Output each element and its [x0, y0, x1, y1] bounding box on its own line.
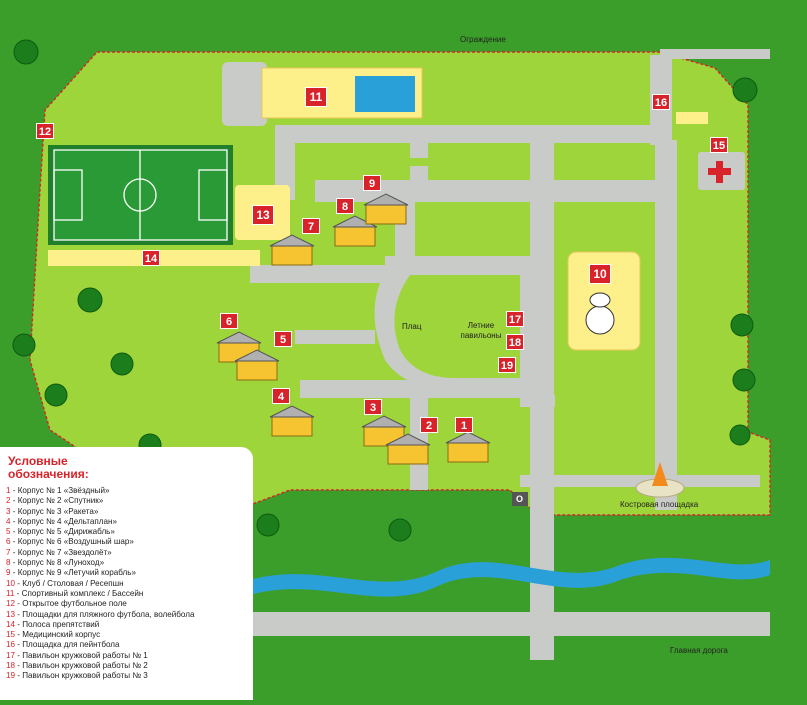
house-4 [269, 405, 315, 437]
marker-19[interactable]: 19 [498, 357, 516, 373]
marker-10[interactable]: 10 [589, 264, 611, 284]
legend-item: 10 - Клуб / Столовая / Ресепшн [6, 578, 124, 588]
legend-item: 9 - Корпус № 9 «Летучий корабль» [6, 568, 136, 578]
legend-panel: Условные обозначения: 1 - Корпус № 1 «Зв… [0, 447, 253, 700]
legend-item: 19 - Павильон кружковой работы № 3 [6, 671, 148, 681]
marker-4[interactable]: 4 [272, 388, 290, 404]
square-label: Плац [402, 322, 422, 331]
legend-item: 13 - Площадки для пляжного футбола, воле… [6, 609, 195, 619]
legend-item: 6 - Корпус № 6 «Воздушный шар» [6, 537, 134, 547]
marker-2[interactable]: 2 [420, 417, 438, 433]
legend-title-line2: обозначения: [8, 467, 89, 481]
legend-item: 8 - Корпус № 8 «Луноход» [6, 558, 105, 568]
campfire-label: Костровая площадка [620, 500, 699, 509]
marker-5[interactable]: 5 [274, 331, 292, 347]
legend-list: 1 - Корпус № 1 «Звёздный» 2 - Корпус № 2… [6, 486, 247, 682]
marker-6[interactable]: 6 [220, 313, 238, 329]
marker-9[interactable]: 9 [363, 175, 381, 191]
legend-item: 1 - Корпус № 1 «Звёздный» [6, 486, 110, 495]
legend-item: 2 - Корпус № 2 «Спутник» [6, 496, 104, 506]
marker-11[interactable]: 11 [305, 87, 327, 107]
marker-1[interactable]: 1 [455, 417, 473, 433]
fence-label: Ограждение [460, 35, 506, 44]
marker-3[interactable]: 3 [364, 399, 382, 415]
legend-item: 3 - Корпус № 3 «Ракета» [6, 506, 99, 516]
marker-12[interactable]: 12 [36, 123, 54, 139]
lawn-strip [310, 158, 530, 166]
pool-icon [355, 76, 415, 112]
marker-18[interactable]: 18 [506, 334, 524, 350]
legend-item: 12 - Открытое футбольное поле [6, 599, 127, 609]
main-road-label: Главная дорога [670, 646, 728, 655]
marker-8[interactable]: 8 [336, 198, 354, 214]
legend-item: 5 - Корпус № 5 «Дирижабль» [6, 527, 115, 537]
houses [216, 193, 491, 465]
paintball-area [676, 112, 708, 124]
house-9 [363, 193, 409, 225]
gate-icon [512, 492, 528, 506]
summer-pavilions-label: Летние павильоны [460, 321, 502, 340]
legend-item: 16 - Площадка для пейнтбола [6, 640, 120, 650]
legend-item: 7 - Корпус № 7 «Звездолёт» [6, 547, 112, 557]
legend-item: 15 - Медицинский корпус [6, 630, 101, 640]
house-1 [445, 431, 491, 463]
square-lawn [394, 275, 520, 378]
fire-icon [652, 462, 668, 486]
marker-14[interactable]: 14 [142, 250, 160, 266]
legend-title-line1: Условные [8, 454, 68, 468]
legend-item: 17 - Павильон кружковой работы № 1 [6, 650, 148, 660]
marker-17[interactable]: 17 [506, 311, 524, 327]
marker-7[interactable]: 7 [302, 218, 320, 234]
legend-item: 11 - Спортивный комплекс / Бассейн [6, 588, 144, 598]
house-5 [234, 349, 280, 381]
marker-13[interactable]: 13 [252, 205, 274, 225]
marker-16[interactable]: 16 [652, 94, 670, 110]
river [250, 557, 770, 597]
legend-item: 4 - Корпус № 4 «Дельтаплан» [6, 516, 117, 526]
chef-icon [585, 305, 615, 335]
marker-15[interactable]: 15 [710, 137, 728, 153]
legend-title: Условные обозначения: [8, 455, 247, 481]
gate-label: О [516, 494, 524, 504]
legend-item: 14 - Полоса препятствий [6, 619, 100, 629]
legend-item: 18 - Павильон кружковой работы № 2 [6, 661, 148, 671]
house-7 [269, 234, 315, 266]
lawn-strip [555, 158, 650, 166]
house-2 [385, 433, 431, 465]
